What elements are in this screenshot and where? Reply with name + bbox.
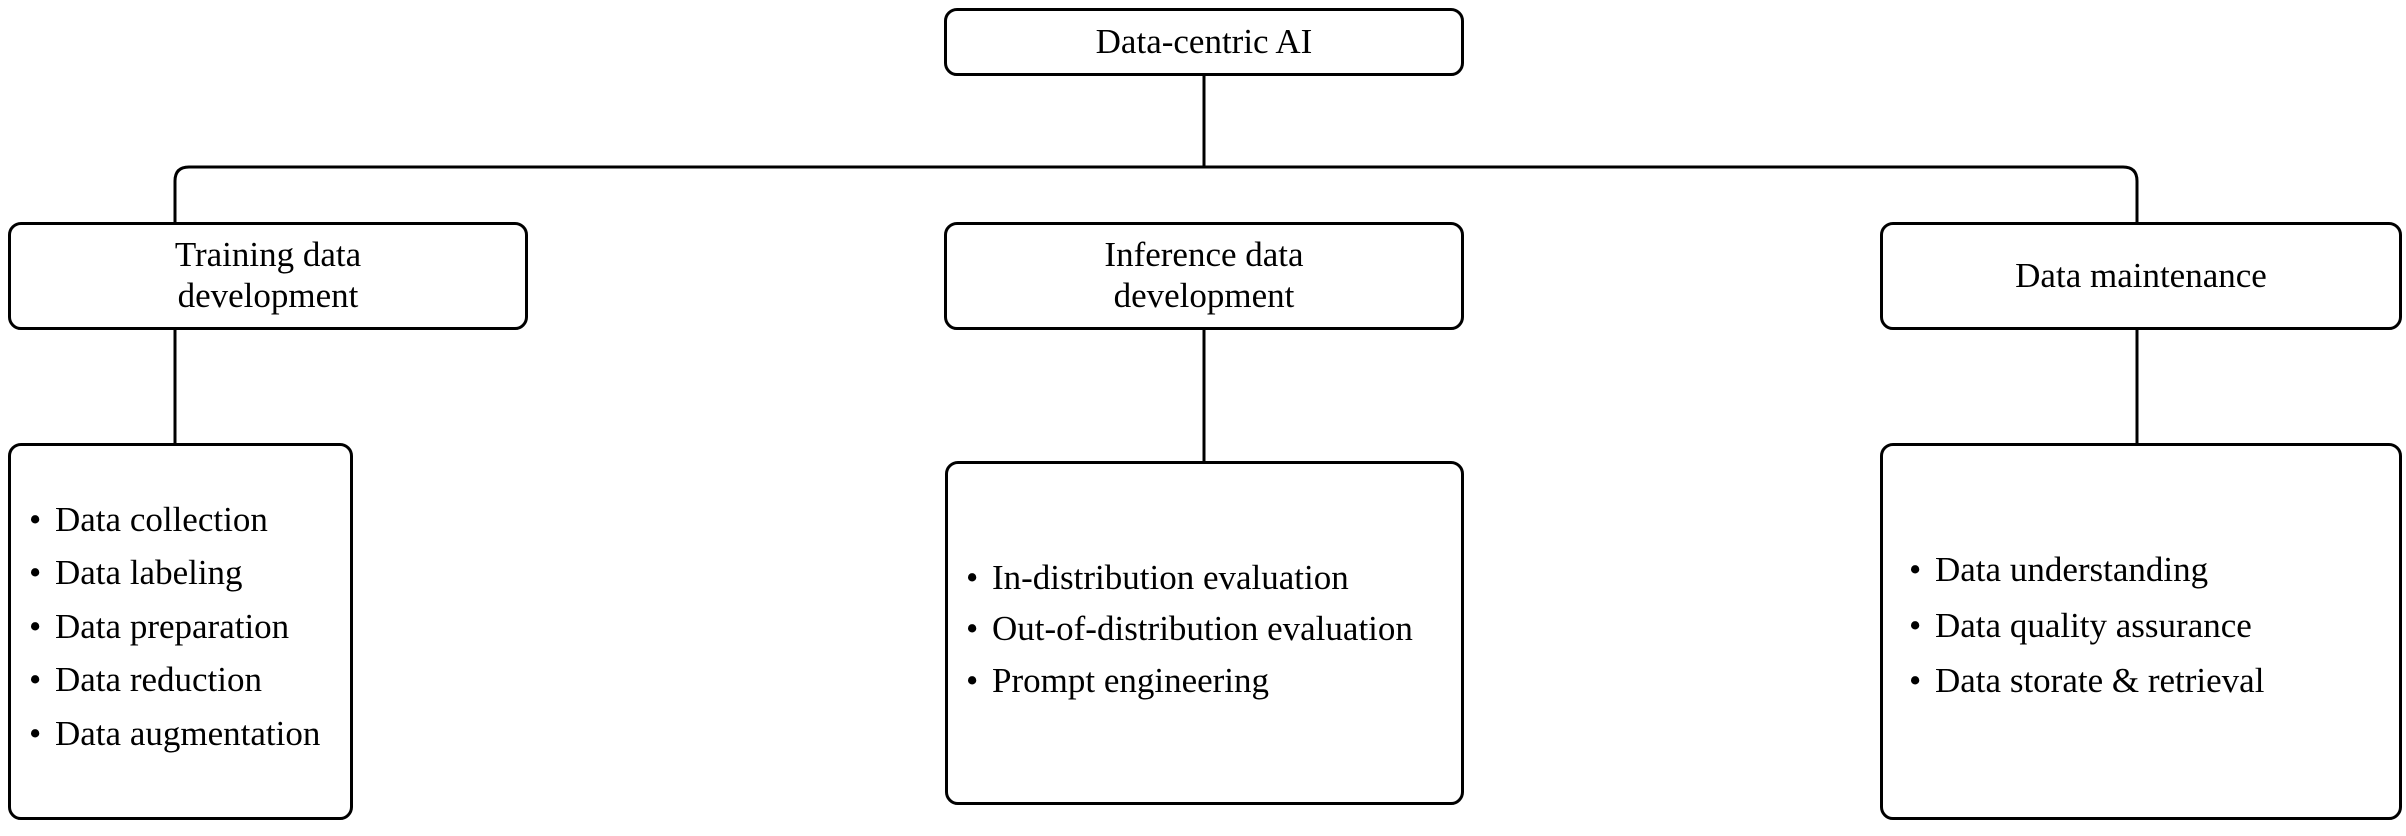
leaf-box-training-data-development: • Data collection • Data labeling • Data… xyxy=(8,443,353,820)
inference-item-list: • In-distribution evaluation • Out-of-di… xyxy=(948,556,1461,710)
leaf-box-data-maintenance: • Data understanding • Data quality assu… xyxy=(1880,443,2402,820)
node-data-maintenance-label: Data maintenance xyxy=(2015,255,2267,295)
list-item-label: Data storate & retrieval xyxy=(1935,661,2265,701)
training-item-list: • Data collection • Data labeling • Data… xyxy=(11,498,350,765)
list-item: • Data collection xyxy=(29,498,340,541)
list-item: • In-distribution evaluation xyxy=(966,556,1451,599)
node-training-data-development-label: Training data development xyxy=(174,235,362,315)
list-item: • Data augmentation xyxy=(29,712,340,755)
list-item: • Data reduction xyxy=(29,658,340,701)
bullet-icon: • xyxy=(1909,550,1922,590)
list-item-label: Data collection xyxy=(55,500,268,540)
bullet-icon: • xyxy=(966,660,979,700)
bullet-icon: • xyxy=(29,606,42,646)
bullet-icon: • xyxy=(29,500,42,540)
node-training-data-development: Training data development xyxy=(8,222,528,330)
list-item: • Data preparation xyxy=(29,605,340,648)
bullet-icon: • xyxy=(1909,661,1922,701)
bullet-icon: • xyxy=(29,660,42,700)
list-item-label: In-distribution evaluation xyxy=(992,557,1349,597)
list-item-label: Data labeling xyxy=(55,553,243,593)
bullet-icon: • xyxy=(29,713,42,753)
bullet-icon: • xyxy=(966,609,979,649)
list-item-label: Out-of-distribution evaluation xyxy=(992,609,1413,649)
bullet-icon: • xyxy=(29,553,42,593)
list-item: • Data quality assurance xyxy=(1909,604,2389,647)
node-data-centric-ai-label: Data-centric AI xyxy=(1095,21,1313,61)
list-item-label: Data reduction xyxy=(55,660,262,700)
list-item: • Data storate & retrieval xyxy=(1909,659,2389,702)
node-inference-data-development-label: Inference data development xyxy=(1104,235,1304,315)
node-inference-data-development: Inference data development xyxy=(944,222,1464,330)
maintenance-item-list: • Data understanding • Data quality assu… xyxy=(1883,548,2399,714)
list-item-label: Data understanding xyxy=(1935,550,2209,590)
list-item-label: Data augmentation xyxy=(55,713,321,753)
list-item-label: Data preparation xyxy=(55,606,290,646)
list-item-label: Prompt engineering xyxy=(992,660,1270,700)
list-item: • Data understanding xyxy=(1909,548,2389,591)
node-data-maintenance: Data maintenance xyxy=(1880,222,2402,330)
list-item-label: Data quality assurance xyxy=(1935,605,2252,645)
connector-distribution-bar xyxy=(173,165,2139,222)
node-data-centric-ai: Data-centric AI xyxy=(944,8,1464,76)
bullet-icon: • xyxy=(966,557,979,597)
list-item: • Data labeling xyxy=(29,551,340,594)
list-item: • Out-of-distribution evaluation xyxy=(966,607,1451,650)
bullet-icon: • xyxy=(1909,605,1922,645)
list-item: • Prompt engineering xyxy=(966,659,1451,702)
leaf-box-inference-data-development: • In-distribution evaluation • Out-of-di… xyxy=(945,461,1464,805)
